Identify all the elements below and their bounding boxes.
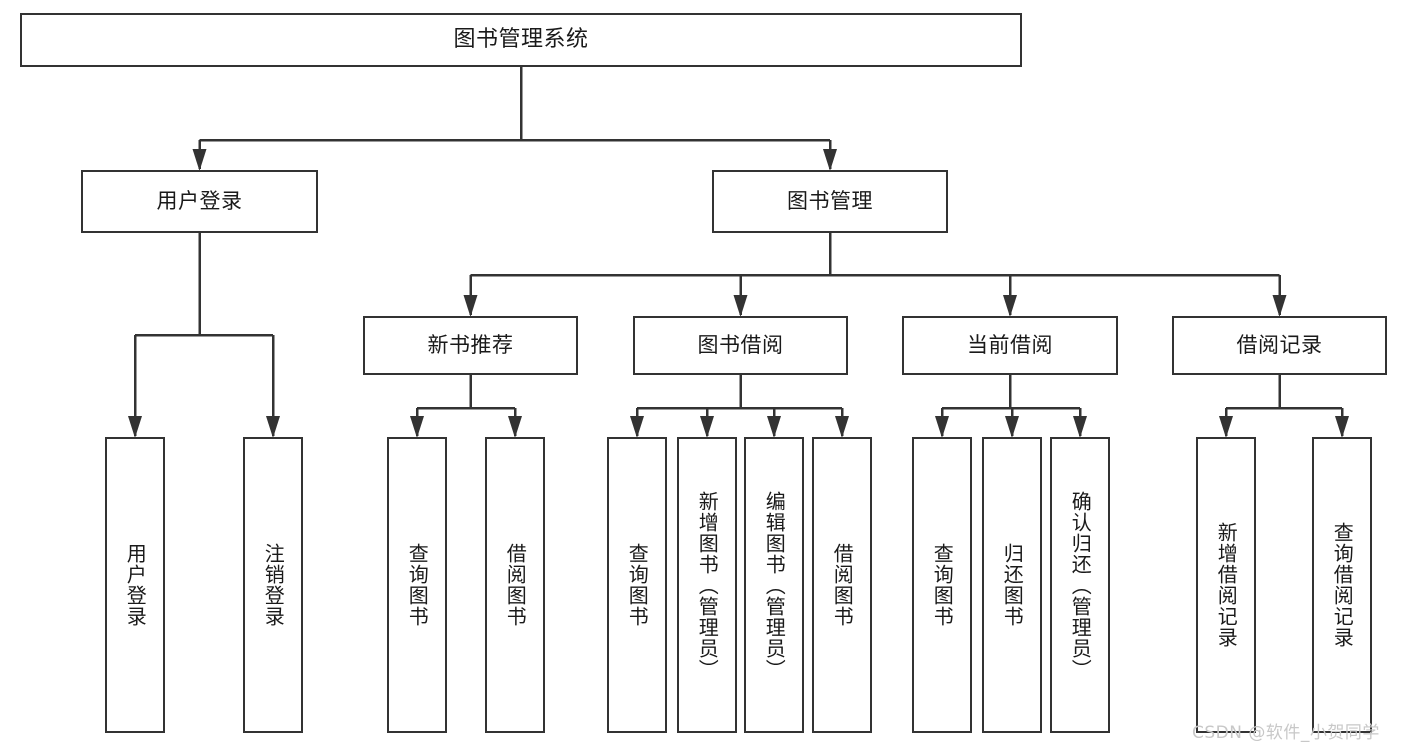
node-label: 当前借阅 bbox=[967, 333, 1053, 358]
node-leaf-edit-book[interactable]: 编辑图书（管理员） bbox=[744, 437, 804, 733]
node-leaf-query-book[interactable]: 查询图书 bbox=[607, 437, 667, 733]
node-label: 新增借阅记录 bbox=[1214, 522, 1239, 648]
node-leaf-borrow-book-rec[interactable]: 借阅图书 bbox=[485, 437, 545, 733]
arrowhead-icon bbox=[700, 416, 714, 438]
node-label: 查询图书 bbox=[625, 543, 650, 627]
arrowhead-icon bbox=[823, 149, 837, 171]
arrowhead-icon bbox=[1005, 416, 1019, 438]
node-label: 确认归还（管理员） bbox=[1068, 490, 1093, 680]
node-user-login[interactable]: 用户登录 bbox=[81, 170, 318, 233]
node-root[interactable]: 图书管理系统 bbox=[20, 13, 1022, 67]
node-new-book-rec[interactable]: 新书推荐 bbox=[363, 316, 578, 375]
arrowhead-icon bbox=[835, 416, 849, 438]
arrowhead-icon bbox=[266, 416, 280, 438]
arrowhead-icon bbox=[1335, 416, 1349, 438]
node-current-borrow[interactable]: 当前借阅 bbox=[902, 316, 1118, 375]
node-book-manage[interactable]: 图书管理 bbox=[712, 170, 948, 233]
node-leaf-confirm-return[interactable]: 确认归还（管理员） bbox=[1050, 437, 1110, 733]
node-label: 借阅图书 bbox=[830, 543, 855, 627]
node-leaf-borrow-book[interactable]: 借阅图书 bbox=[812, 437, 872, 733]
arrowhead-icon bbox=[128, 416, 142, 438]
node-label: 新增图书（管理员） bbox=[695, 490, 720, 680]
node-leaf-query-book-cur[interactable]: 查询图书 bbox=[912, 437, 972, 733]
arrowhead-icon bbox=[1073, 416, 1087, 438]
node-label: 注销登录 bbox=[261, 543, 286, 627]
node-label: 归还图书 bbox=[1000, 543, 1025, 627]
node-leaf-add-book[interactable]: 新增图书（管理员） bbox=[677, 437, 737, 733]
arrowhead-icon bbox=[733, 295, 748, 317]
arrowhead-icon bbox=[935, 416, 949, 438]
node-leaf-logout[interactable]: 注销登录 bbox=[243, 437, 303, 733]
node-label: 用户登录 bbox=[156, 189, 243, 214]
arrowhead-icon bbox=[410, 416, 424, 438]
arrowhead-icon bbox=[192, 149, 207, 171]
arrowhead-icon bbox=[1003, 295, 1017, 317]
arrowhead-icon bbox=[630, 416, 644, 438]
node-label: 编辑图书（管理员） bbox=[762, 490, 787, 680]
arrowhead-icon bbox=[463, 295, 478, 317]
node-label: 新书推荐 bbox=[427, 333, 514, 358]
node-leaf-return-book[interactable]: 归还图书 bbox=[982, 437, 1042, 733]
node-label: 图书管理系统 bbox=[453, 27, 589, 53]
node-leaf-add-record[interactable]: 新增借阅记录 bbox=[1196, 437, 1256, 733]
node-label: 用户登录 bbox=[123, 543, 148, 627]
node-leaf-query-record[interactable]: 查询借阅记录 bbox=[1312, 437, 1372, 733]
node-leaf-query-book-rec[interactable]: 查询图书 bbox=[387, 437, 447, 733]
node-leaf-user-login[interactable]: 用户登录 bbox=[105, 437, 165, 733]
node-label: 借阅图书 bbox=[503, 543, 528, 627]
node-label: 查询借阅记录 bbox=[1330, 522, 1355, 648]
node-label: 查询图书 bbox=[930, 543, 955, 627]
arrowhead-icon bbox=[508, 416, 522, 438]
node-label: 查询图书 bbox=[405, 543, 430, 627]
node-label: 图书管理 bbox=[787, 189, 873, 214]
watermark: CSDN @软件_小贺同学 bbox=[1192, 723, 1380, 743]
node-label: 借阅记录 bbox=[1236, 333, 1323, 358]
arrowhead-icon bbox=[767, 416, 781, 438]
node-book-borrow[interactable]: 图书借阅 bbox=[633, 316, 848, 375]
node-borrow-record[interactable]: 借阅记录 bbox=[1172, 316, 1387, 375]
node-label: 图书借阅 bbox=[697, 333, 784, 358]
arrowhead-icon bbox=[1272, 295, 1287, 317]
arrowhead-icon bbox=[1219, 416, 1233, 438]
